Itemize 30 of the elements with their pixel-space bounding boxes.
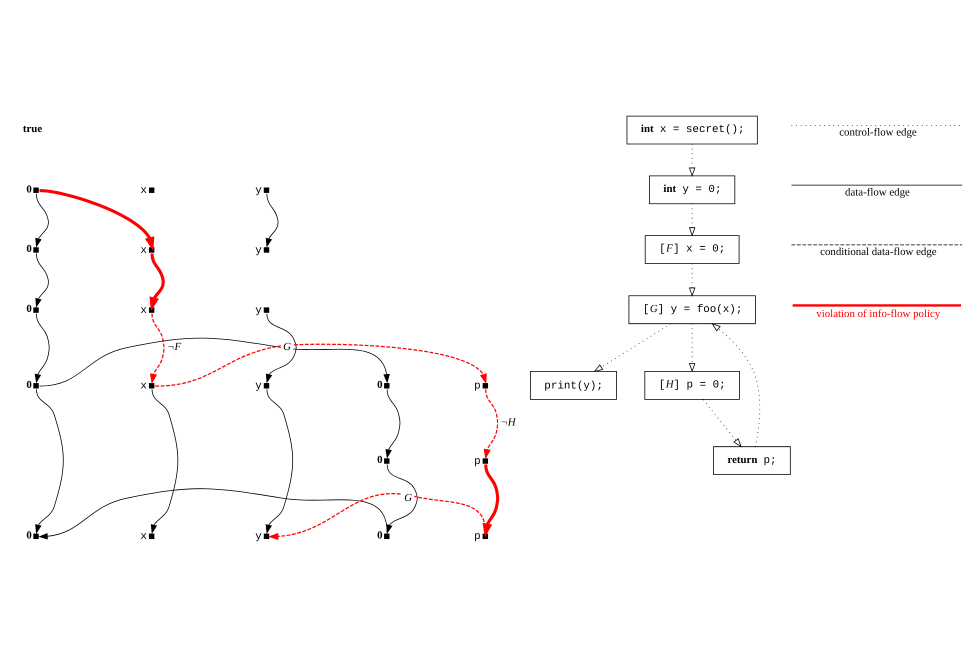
node-label: 0 — [26, 302, 32, 315]
node-label: y — [255, 184, 262, 197]
legend-label: violation of info-flow policy — [816, 307, 940, 320]
label: true — [22, 122, 42, 135]
node-label: 0 — [377, 528, 383, 541]
node-label: p — [474, 530, 481, 543]
node-label: x — [140, 380, 147, 392]
node-label: 0 — [26, 378, 32, 390]
node-label: y — [255, 244, 262, 256]
edge-label: G — [283, 340, 292, 353]
node-label: 0 — [377, 454, 383, 466]
node-label: p — [474, 380, 481, 392]
node-label: x — [140, 184, 147, 197]
edge-label: ¬F — [167, 340, 182, 353]
node-label: p — [474, 455, 481, 468]
legend-label: data-flow edge — [845, 186, 910, 198]
node-label: y — [255, 530, 262, 543]
node-label: x — [140, 530, 147, 543]
node-label: x — [140, 304, 147, 316]
node-label: 0 — [26, 242, 32, 255]
node-label: x — [140, 244, 147, 256]
node-label: 0 — [377, 378, 383, 390]
node-label: y — [255, 380, 262, 392]
legend-label: conditional data-flow edge — [820, 246, 937, 258]
node-label: 0 — [26, 182, 32, 195]
edge-label: ¬H — [500, 416, 516, 428]
node-label: 0 — [26, 528, 32, 541]
node-label: y — [255, 304, 262, 316]
edge-label: G — [404, 491, 412, 504]
legend-label: control-flow edge — [839, 126, 917, 138]
